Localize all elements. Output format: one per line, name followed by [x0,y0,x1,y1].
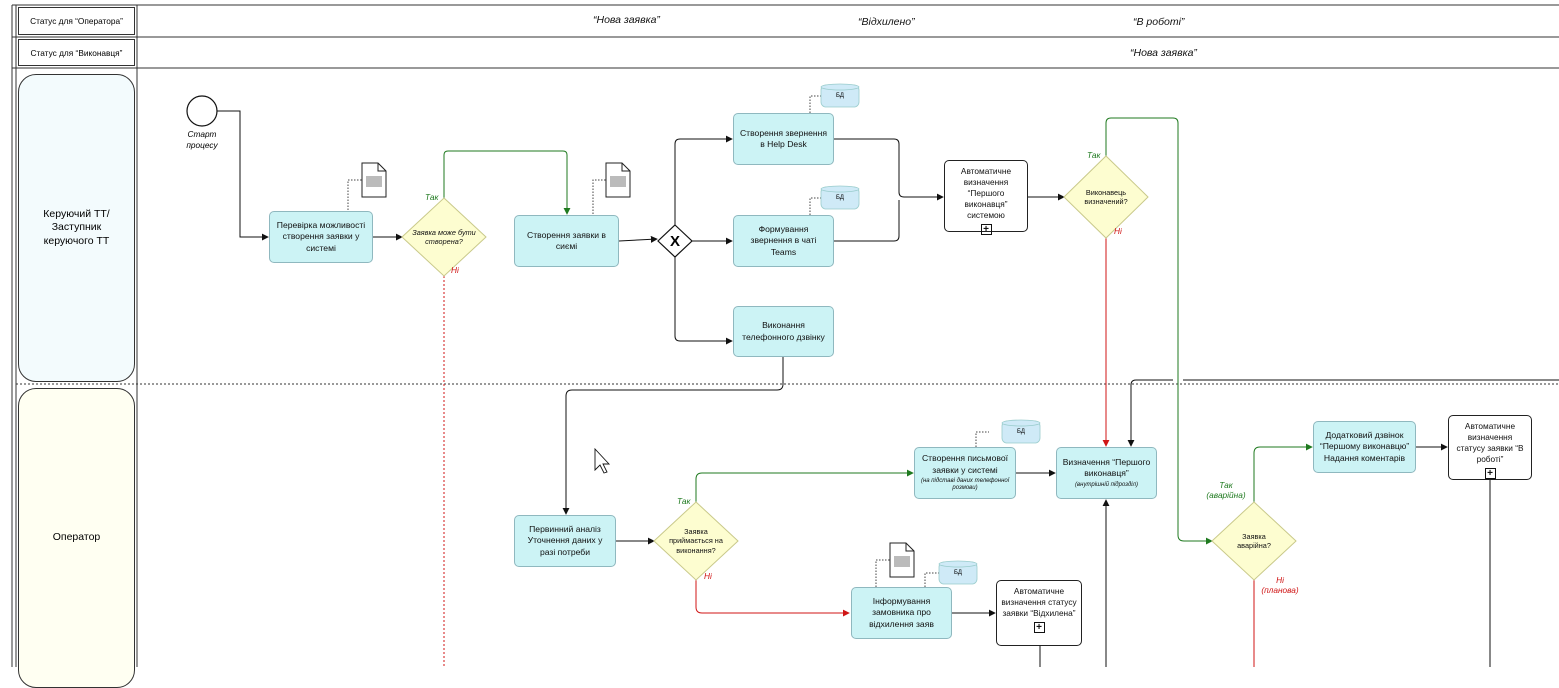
auto-task-first-executor-label: Автоматичне визначення “Першого виконавц… [960,166,1012,220]
task-written-request-note: (на підставі даних телефонної розмови) [920,478,1010,492]
db-label-4: БД [953,570,962,576]
task-phone-call[interactable]: Виконання телефонного дзвінку [733,306,834,357]
frame-lines [11,4,1559,667]
gateway-accepted-label: Заявка приймається на виконання? [669,527,723,555]
gateway-can-create [401,197,487,277]
process-diagram [11,4,1559,667]
auto-task-status-in-work-label: Автоматичне визначення статусу заявки “В… [1456,421,1524,464]
task-assign-first-executor[interactable]: Визначення “Першого виконавця” (внутрішн… [1056,447,1157,499]
database-icon-1 [820,83,860,108]
task-check-possibility[interactable]: Перевірка можливості створення заявки у … [269,211,373,263]
database-shapes [820,83,1041,585]
gateway-can-create-label: Заявка може бути створена? [412,227,476,246]
flow-label-yes-executor: Так [1087,150,1101,160]
task-inform-customer[interactable]: Інформування замовника про відхилення за… [851,587,952,639]
task-helpdesk[interactable]: Створення звернення в Help Desk [733,113,834,165]
database-icon-3 [1001,419,1041,444]
status-operator-value-in-work: “В роботі” [1133,16,1185,28]
task-primary-analysis[interactable]: Первинний аналіз Уточнення даних у разі … [514,515,616,567]
flow-label-no-executor: Ні [1114,226,1122,236]
flow-label-yes-can-create: Так [425,192,439,202]
start-event [186,95,218,127]
flow-label-no-emergency: Ні (планова) [1260,575,1300,596]
auto-task-first-executor[interactable]: Автоматичне визначення “Першого виконавц… [944,160,1028,235]
db-label-1: БД [835,93,844,99]
sequence-flows [217,110,1559,667]
document-shapes [361,162,915,578]
start-event-label: Старт процесу [186,129,218,150]
gateway-executor-defined-label: Виконавець визначений? [1084,187,1128,206]
task-create-request[interactable]: Створення заявки в сиємі [514,215,619,267]
auto-task-status-in-work[interactable]: Автоматичне визначення статусу заявки “В… [1448,415,1532,480]
associations [347,95,989,587]
document-icon-2 [605,162,631,198]
flow-label-no-emergency-note: (планова) [1261,585,1299,596]
database-icon-4 [938,560,978,585]
xor-gateway [657,224,693,258]
auto-task-status-rejected[interactable]: Автоматичне визначення статусу заявки “В… [996,580,1082,646]
document-icon-3 [889,542,915,578]
db-label-3: БД [1016,429,1025,435]
status-executor-label: Статус для “Виконавця” [18,39,135,66]
xor-gateway-x-icon: X [669,232,680,250]
task-assign-first-executor-label: Визначення “Першого виконавця” [1062,457,1151,479]
db-label-2: БД [835,195,844,201]
subprocess-plus-icon: + [1033,621,1045,633]
gateway-accepted [653,501,739,581]
flow-label-no-can-create: Ні [451,265,459,275]
gateway-executor-defined [1063,155,1149,239]
task-call-first-executor[interactable]: Додатковий дзвінок “Першому виконавцю” Н… [1313,421,1416,473]
task-assign-first-executor-note: (внутрішній підрозділ) [1075,481,1138,488]
flow-label-yes-emergency-note: (аварійна) [1206,490,1246,501]
status-executor-value-new: “Нова заявка” [1130,47,1197,59]
lane-manager: Керуючий ТТ/ Заступник керуючого ТТ [18,74,135,382]
mouse-cursor-icon [594,447,611,474]
status-operator-value-rejected: “Відхилено” [858,16,915,28]
gateways [401,155,1297,581]
flow-label-no-accepted: Ні [704,571,712,581]
task-teams[interactable]: Формування звернення в чаті Teams [733,215,834,267]
subprocess-plus-icon: + [1484,467,1496,479]
document-icon-1 [361,162,387,198]
task-written-request[interactable]: Створення письмової заявки у системі (на… [914,447,1016,499]
flow-label-yes-emergency: Так (аварійна) [1206,480,1246,501]
gateway-emergency [1211,501,1297,581]
database-icon-2 [820,185,860,210]
task-written-request-label: Створення письмової заявки у системі [921,453,1009,475]
status-operator-label: Статус для “Оператора” [18,7,135,35]
auto-task-status-rejected-label: Автоматичне визначення статусу заявки “В… [1001,586,1077,618]
flow-label-yes-emergency-word: Так [1219,480,1233,490]
flow-label-yes-accepted: Так [677,496,691,506]
gateway-emergency-label: Заявка аварійна? [1237,531,1271,550]
flow-label-no-emergency-word: Ні [1276,575,1284,585]
subprocess-plus-icon: + [980,223,992,235]
lane-operator: Оператор [18,388,135,688]
status-operator-value-new: “Нова заявка” [593,14,660,26]
